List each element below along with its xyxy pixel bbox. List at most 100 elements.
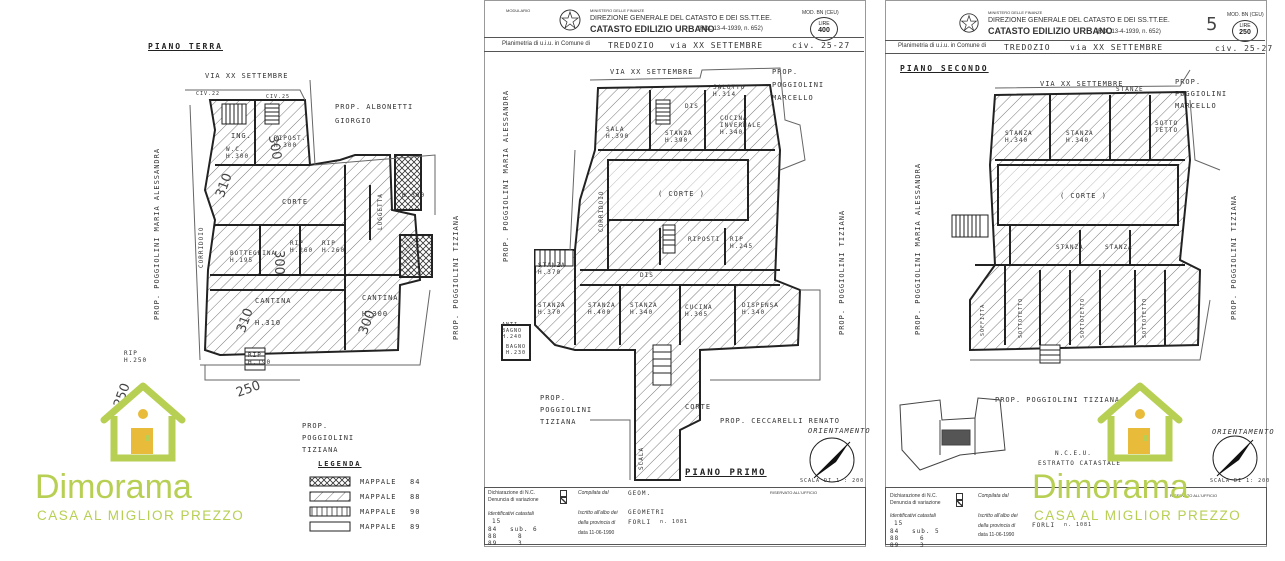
- id-value: 15: [492, 518, 502, 525]
- street-label: VIA XX SETTEMBRE: [610, 68, 694, 76]
- room-label: SOTTOTETTO: [1080, 297, 1086, 338]
- lire-value: 250: [1239, 29, 1251, 36]
- footer-text: data 11-06-1990: [578, 530, 615, 536]
- neighbor-label: PROP. ALBONETTI GIORGIO: [335, 103, 414, 125]
- footer-text: Iscritto all'albo dei: [978, 513, 1018, 519]
- lire-stamp: LIRE 400: [810, 17, 838, 41]
- floor-title: PIANO TERRA: [148, 42, 223, 51]
- footer-text: Dichiarazione di N.C.: [890, 493, 937, 499]
- room-label: SALA H.390: [606, 126, 630, 140]
- orientation-label: ORIENTAMENTO: [1212, 428, 1275, 436]
- room-label: ( CORTE ): [1060, 192, 1107, 200]
- directorate-label: DIREZIONE GENERALE DEL CATASTO E DEI SS.…: [590, 15, 772, 22]
- room-label: DISPENSA H.340: [742, 302, 779, 316]
- neighbor-label: PROP. POGGIOLINI MARCELLO: [1175, 78, 1228, 110]
- footer-text: FORLI: [1032, 522, 1056, 529]
- planimetria-label: Planimetria di u.i.u. in Comune di: [898, 43, 987, 49]
- watermark-right: Dimorama CASA AL MIGLIOR PREZZO: [1032, 380, 1252, 530]
- id-value: sub. 5: [912, 528, 940, 535]
- ministry-label: MINISTERO DELLE FINANZE: [590, 8, 645, 13]
- catasto-label: CATASTO EDILIZIO URBANO: [988, 26, 1113, 36]
- orientation-label: ORIENTAMENTO: [808, 427, 871, 435]
- planimetria-label: Planimetria di u.i.u. in Comune di: [502, 41, 591, 47]
- rdl-label: (RDL 13-4-1939, n. 652): [1096, 29, 1161, 35]
- id-value: 3: [920, 542, 925, 549]
- id-value: 89: [488, 540, 498, 547]
- id-value: 89: [890, 542, 900, 549]
- footer-box: [484, 487, 866, 545]
- header-rule: [484, 51, 864, 52]
- id-value: 84: [488, 526, 498, 533]
- footer-text: Denuncia di variazione: [488, 497, 539, 503]
- id-value: 88: [488, 533, 498, 540]
- id-value: 15: [894, 520, 904, 527]
- room-label: STANZA H.400: [588, 302, 616, 316]
- footer-text: RISERVATO ALL'UFFICIO: [770, 490, 818, 495]
- room-label: SOFFITTA: [980, 303, 986, 336]
- id-value: 6: [920, 535, 925, 542]
- room-label: DIS: [685, 103, 699, 110]
- watermark-brand: Dimorama: [1032, 468, 1189, 506]
- sheet-piano-primo: MODULARIO MINISTERO DELLE FINANZE DIREZI…: [480, 0, 880, 561]
- room-label: RIP H.260: [322, 240, 346, 254]
- legend-num: 90: [410, 508, 421, 516]
- sheet-piano-secondo: MINISTERO DELLE FINANZE DIREZIONE GENERA…: [880, 0, 1285, 561]
- footer-box: [885, 487, 1267, 545]
- neighbor-label: PROP. POGGIOLINI TIZIANA: [302, 422, 355, 454]
- room-label: SALOTTO H.314: [713, 84, 746, 98]
- room-label: W.C. H.300: [226, 146, 250, 160]
- via-value: via XX SETTEMBRE: [1070, 43, 1164, 52]
- room-label: CANTINA H.300: [362, 294, 399, 318]
- legend-label: MAPPALE: [360, 493, 397, 501]
- page-number: 5: [1206, 14, 1218, 35]
- room-label: RIPOSTI: [688, 236, 721, 243]
- room-label: SOTTOTETTO: [1142, 297, 1148, 338]
- room-label: CANTINA H.310: [255, 297, 292, 327]
- footer-text: n. 1081: [660, 519, 689, 525]
- civ-label: CIV.22: [196, 91, 221, 97]
- footer-text: Iscritto all'albo dei: [578, 510, 618, 516]
- comune-value: TREDOZIO: [608, 41, 655, 50]
- sheet-frame: [484, 0, 866, 547]
- stamp-label: MODULARIO: [506, 8, 531, 13]
- room-label: CUCINA H.305: [685, 304, 713, 318]
- footer-text: Dichiarazione di N.C.: [488, 490, 535, 496]
- civ-label: CIV.25: [266, 94, 291, 100]
- id-value: 3: [518, 540, 523, 547]
- footer-text: Compilata dal: [578, 490, 609, 496]
- footer-text: Compilata dal: [978, 493, 1009, 499]
- header-rule: [885, 53, 1265, 54]
- rdl-label: (RDL 13-4-1939, n. 652): [698, 26, 763, 32]
- checkbox-checked: [560, 497, 567, 504]
- via-value: via XX SETTEMBRE: [670, 41, 764, 50]
- lire-stamp: LIRE 250: [1232, 20, 1258, 42]
- room-label: SOTTO TETTO: [1155, 120, 1179, 134]
- legend-label: MAPPALE: [360, 478, 397, 486]
- legend-title: LEGENDA: [318, 460, 362, 468]
- room-label: STANZA H.340: [1005, 130, 1033, 144]
- sheet-piano-terra: PIANO TERRA VIA XX SETTEMBRE CIV.22 CIV.…: [0, 0, 480, 561]
- neighbor-label: PROP. POGGIOLINI TIZIANA: [540, 394, 593, 426]
- room-label: ( CORTE ): [658, 190, 705, 198]
- id-value: 84: [890, 528, 900, 535]
- footer-text: della provincia di: [978, 523, 1016, 529]
- street-label: VIA XX SETTEMBRE: [205, 72, 289, 80]
- header-rule: [484, 37, 864, 38]
- footer-text: FORLI: [628, 519, 652, 526]
- footer-text: n. 1081: [1064, 522, 1093, 528]
- legend-num: 89: [410, 523, 421, 531]
- floor-title: PIANO SECONDO: [900, 64, 989, 73]
- footer-text: data 11-06-1990: [978, 532, 1015, 538]
- floor-plan-terra: [185, 79, 436, 532]
- room-label: CORTE: [282, 198, 309, 206]
- neighbor-label: PROP. POGGIOLINI MARCELLO: [772, 68, 825, 102]
- room-label: RIP H.245: [730, 236, 754, 250]
- extract-map: [899, 397, 1006, 471]
- legend-label: MAPPALE: [360, 508, 397, 516]
- street-label: VIA XX SETTEMBRE: [1040, 80, 1124, 88]
- house-logo-icon: [100, 382, 186, 462]
- checkbox: [956, 493, 963, 500]
- emblem-icon: [559, 9, 581, 31]
- lire-value: 400: [818, 27, 830, 34]
- lire-label: LIRE: [1239, 23, 1251, 29]
